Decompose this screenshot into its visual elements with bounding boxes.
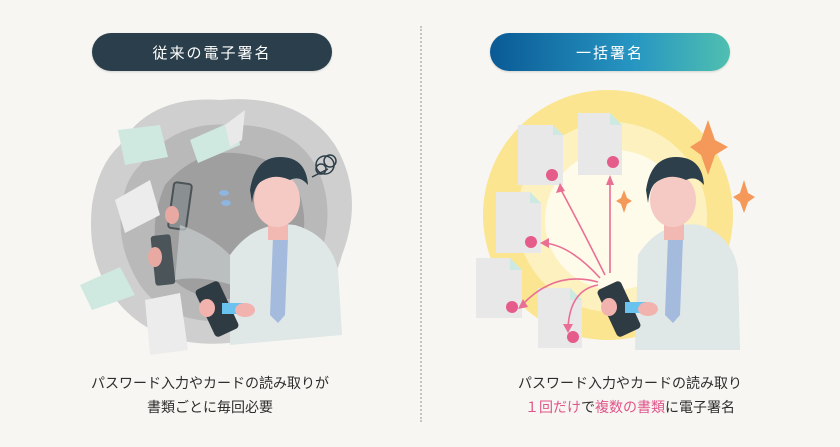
document-icon [538,288,582,348]
caption-conventional: パスワード入力やカードの読み取りが 書類ごとに毎回必要 [0,372,420,420]
title-badge-bulk: 一括署名 [490,33,730,71]
paper-icon [115,180,160,233]
sparkle-icon [690,120,728,175]
center-divider [420,26,422,422]
man-figure-icon [195,157,342,345]
caption-bulk: パスワード入力やカードの読み取り １回だけで複数の書類に電子署名 [420,372,840,420]
panel-bulk-signature: 一括署名 [420,0,840,447]
caption-text: に電子署名 [665,400,735,416]
caption-line-2: 書類ごとに毎回必要 [147,400,273,416]
document-icon [476,258,522,318]
highlight-multiple-documents: 複数の書類 [595,400,665,416]
signature-arrows-icon [521,180,611,329]
caption-line-2: １回だけで複数の書類に電子署名 [420,396,840,420]
man-figure-icon [597,157,740,350]
illustration-bulk [460,85,780,359]
document-icon [578,113,622,175]
document-icon [518,125,563,185]
illustration-conventional [80,85,360,359]
sparkle-icon [733,180,755,213]
panel-conventional-signature: 従来の電子署名 [0,33,420,420]
title-badge-conventional: 従来の電子署名 [92,33,332,71]
stress-scribble-icon [311,154,337,178]
sweat-drop-icon [221,200,231,206]
paper-icon [80,267,135,310]
caption-text: で [581,400,595,416]
sparkle-icon [616,190,632,213]
caption-line-1: パスワード入力やカードの読み取りが [91,376,329,392]
sweat-drop-icon [219,190,229,196]
paper-icon [118,125,168,165]
document-icon [496,192,541,253]
caption-line-1: パスワード入力やカードの読み取り [518,376,742,392]
paper-icon [145,293,188,355]
highlight-once: １回だけ [525,400,581,416]
